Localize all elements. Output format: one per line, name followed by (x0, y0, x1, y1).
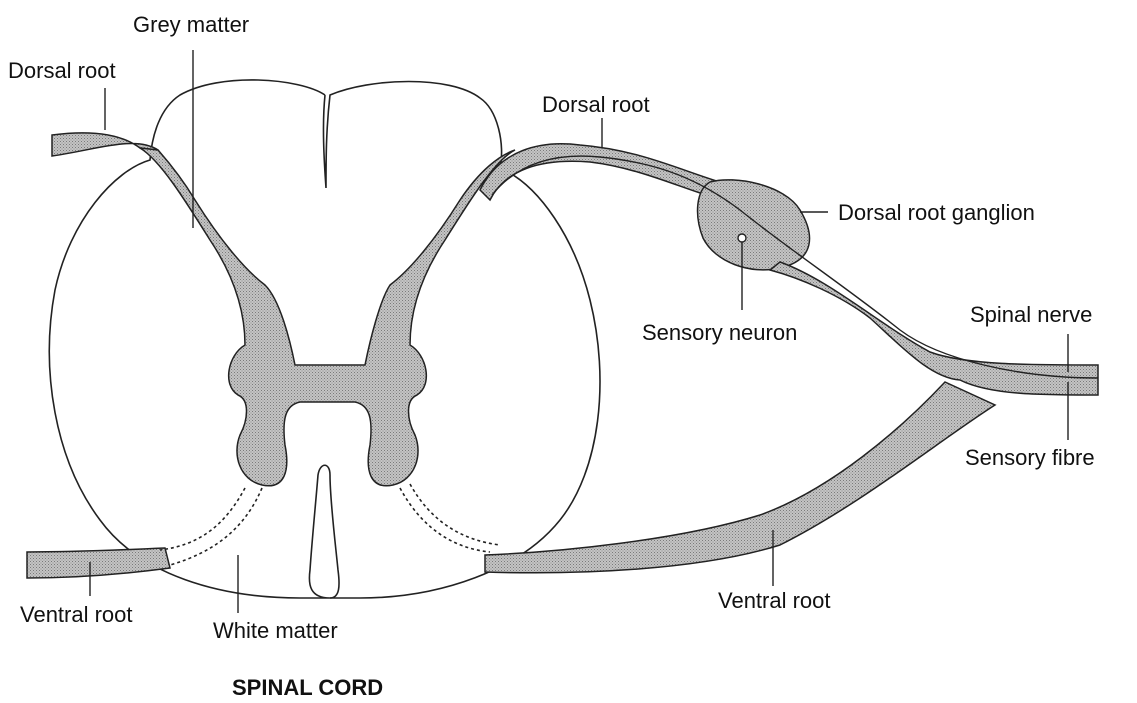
ventral-root-right-band (485, 382, 995, 573)
label-dorsal-root-right: Dorsal root (542, 92, 650, 117)
label-white-matter: White matter (213, 618, 338, 643)
label-dorsal-root-left: Dorsal root (8, 58, 116, 83)
label-ventral-root-left: Ventral root (20, 602, 133, 627)
label-spinal-nerve: Spinal nerve (970, 302, 1092, 327)
label-sensory-fibre: Sensory fibre (965, 445, 1095, 470)
ventral-fibres-right-dotted (400, 484, 500, 552)
dorsal-root-left-band (52, 133, 158, 156)
label-grey-matter: Grey matter (133, 12, 249, 37)
diagram-title: SPINAL CORD (232, 675, 383, 700)
sensory-neuron-body (738, 234, 746, 242)
grey-matter-shape (140, 148, 515, 486)
label-dorsal-root-ganglion: Dorsal root ganglion (838, 200, 1035, 225)
label-sensory-neuron: Sensory neuron (642, 320, 797, 345)
label-ventral-root-right: Ventral root (718, 588, 831, 613)
dorsal-root-right-band (480, 144, 722, 200)
spinal-cord-outline (49, 80, 339, 598)
ventral-root-left-band (27, 548, 170, 578)
ventral-fibres-left-dotted (160, 488, 262, 565)
